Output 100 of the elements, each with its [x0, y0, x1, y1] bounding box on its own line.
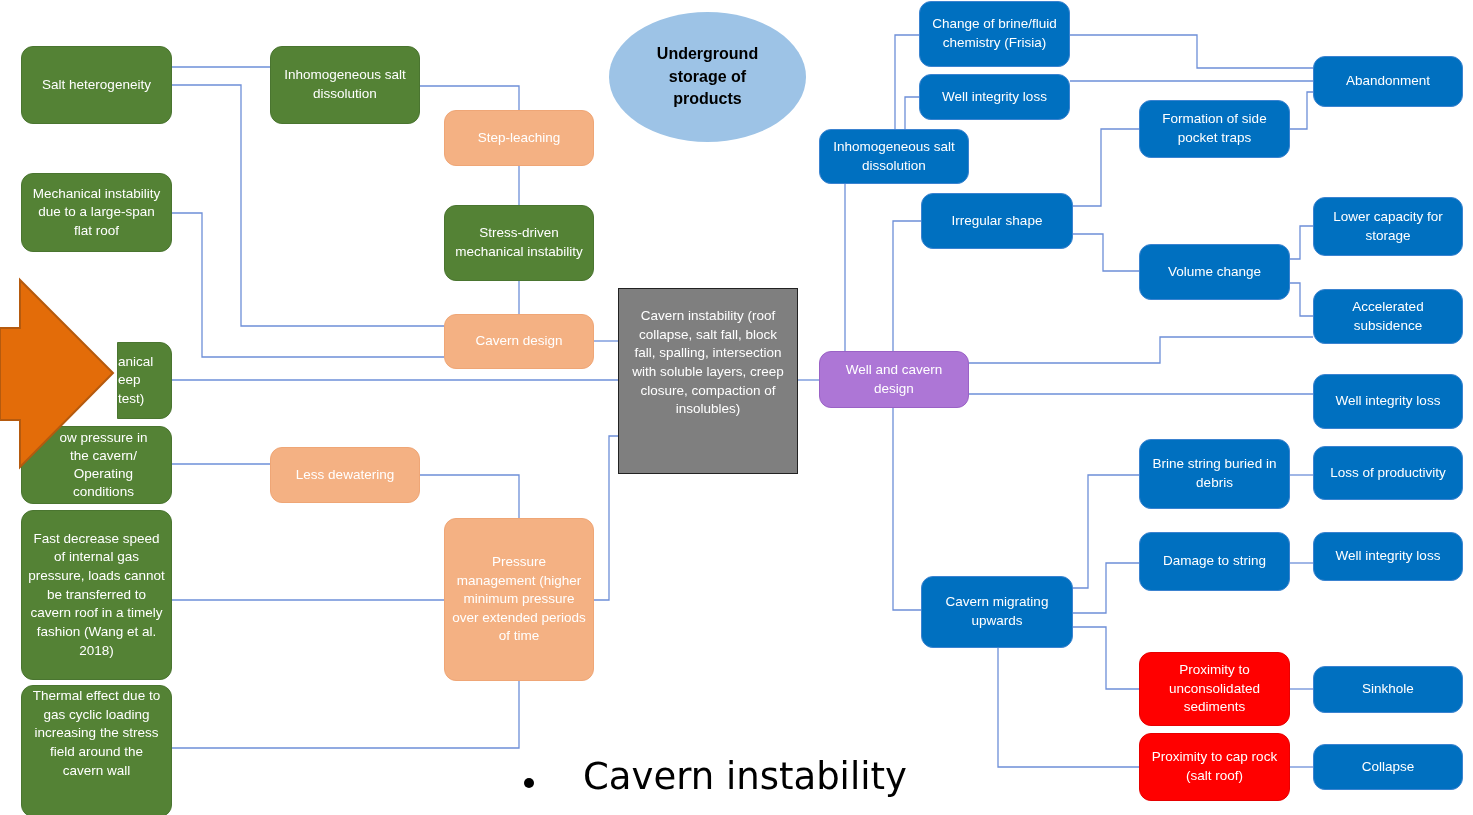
consequence-box [1313, 446, 1463, 500]
node-label: ow pressure in the cavern/ Operating conditions [58, 429, 149, 501]
connector-line [968, 336, 1314, 364]
node-label: Mechanical instability due to a large-span flat roof [31, 184, 162, 240]
node-label: Change of brine/fluid chemistry (Frisia) [931, 15, 1058, 52]
cause-box [21, 685, 172, 815]
connector-line [171, 680, 520, 749]
node-label: Well integrity loss [1335, 547, 1441, 566]
connector-line [968, 393, 1314, 395]
cause-box [21, 46, 172, 124]
connector-line [1289, 474, 1314, 476]
connector-line [1072, 128, 1140, 207]
consequence-box [1139, 439, 1290, 509]
hazard-box [1139, 652, 1290, 726]
node-label: Well integrity loss [942, 87, 1047, 106]
node-label: Thermal effect due to gas cyclic loading increasing the stress field around the cavern wall [31, 687, 162, 780]
node-label: Inhomogeneous salt dissolution [283, 66, 407, 103]
connector-line [1072, 233, 1140, 272]
node-label: Abandonment [1345, 72, 1431, 91]
connector-line [171, 212, 445, 358]
connector-line [894, 34, 920, 130]
connector-line [518, 165, 520, 206]
connector-line [1072, 626, 1140, 690]
connector-line [892, 407, 922, 611]
connector-line [1289, 766, 1314, 768]
node-label: Accelerated subsidence [1351, 297, 1425, 335]
consequence-box [919, 1, 1070, 67]
node-label: Loss of productivity [1330, 463, 1446, 482]
consequence-box [1313, 666, 1463, 713]
consequence-box [921, 576, 1073, 648]
connector-line [518, 280, 520, 315]
connector-line [1289, 91, 1314, 130]
connector-line [1289, 282, 1314, 317]
connector-line [419, 85, 520, 111]
node-label: Collapse [1361, 757, 1415, 776]
consequence-box [1139, 100, 1290, 158]
consequence-box [1139, 532, 1290, 591]
node-label: Stress-driven mechanical instability [454, 224, 584, 261]
node-label: Well and cavern design [844, 360, 944, 398]
connector-line [1069, 80, 1314, 82]
node-label: Lower capacity for storage [1332, 207, 1444, 245]
connector-line [171, 463, 271, 465]
node-label: Less dewatering [295, 465, 395, 484]
node-label: Fast decrease speed of internal gas pressure, loads cannot be transferred to cavern roof in a timely fashion (Wang et al. 2018) [28, 529, 165, 660]
connector-line [171, 379, 619, 381]
consequence-box [1313, 532, 1463, 581]
node-label: Cavern design [475, 332, 563, 351]
node-label: Inhomogeneous salt dissolution [832, 137, 956, 175]
node-label: Sinkhole [1362, 680, 1414, 699]
mitigation-box [444, 110, 594, 166]
mitigation-box [270, 447, 420, 503]
cause-box [21, 510, 172, 680]
slide-bullet-text: Cavern instability [583, 757, 907, 798]
consequence-box [1139, 244, 1290, 300]
mitigation-box [444, 314, 594, 369]
node-label: Proximity to cap rock (salt roof) [1150, 748, 1279, 785]
topic-title: Underground storage of products [655, 44, 760, 110]
connector-line [844, 183, 846, 352]
connector-line [171, 599, 445, 601]
consequence-box [919, 74, 1070, 120]
connector-line [904, 96, 920, 130]
connector-line [892, 220, 922, 352]
connector-line [1289, 688, 1314, 690]
connector-line [593, 435, 619, 601]
connector-line [1072, 562, 1140, 614]
cause-box [117, 342, 172, 419]
cause-box [21, 426, 172, 504]
design-box [819, 351, 969, 408]
block-arrow [0, 277, 115, 470]
node-label: Formation of side pocket traps [1161, 110, 1268, 147]
connector-line [997, 647, 1140, 768]
connector-line [593, 340, 619, 342]
node-label: Proximity to unconsolidated sediments [1168, 661, 1261, 717]
consequence-box [1313, 289, 1463, 344]
connector-line [1069, 34, 1314, 69]
consequence-box [1313, 374, 1463, 429]
consequence-box [1313, 744, 1463, 790]
node-label: Cavern instability (roof collapse, salt fall, block fall, spalling, intersection with soluble layers, creep closure, compaction of insolubles) [631, 307, 785, 419]
mitigation-box [444, 518, 594, 681]
node-label: Step-leaching [477, 128, 561, 147]
node-label: Volume change [1167, 262, 1262, 281]
node-label: Well integrity loss [1335, 392, 1441, 411]
hazard-box [1139, 733, 1290, 801]
consequence-box [1313, 197, 1463, 256]
connector-line [1289, 225, 1314, 260]
connector-line [1072, 474, 1140, 589]
node-label: Irregular shape [951, 211, 1043, 230]
connector-line [1289, 562, 1314, 564]
node-label: Pressure management (higher minimum pressure over extended periods of time [451, 552, 587, 646]
consequence-box [819, 129, 969, 184]
node-label: anical eep test) [118, 352, 155, 408]
central-hazard-box [618, 288, 798, 474]
cause-box [21, 173, 172, 252]
connector-line [171, 66, 271, 68]
connector-line [419, 474, 520, 519]
connector-line [171, 84, 445, 327]
node-label: Brine string buried in debris [1151, 455, 1278, 492]
consequence-box [1313, 56, 1463, 107]
node-label: Salt heterogeneity [42, 75, 151, 94]
connector-line [797, 379, 820, 381]
